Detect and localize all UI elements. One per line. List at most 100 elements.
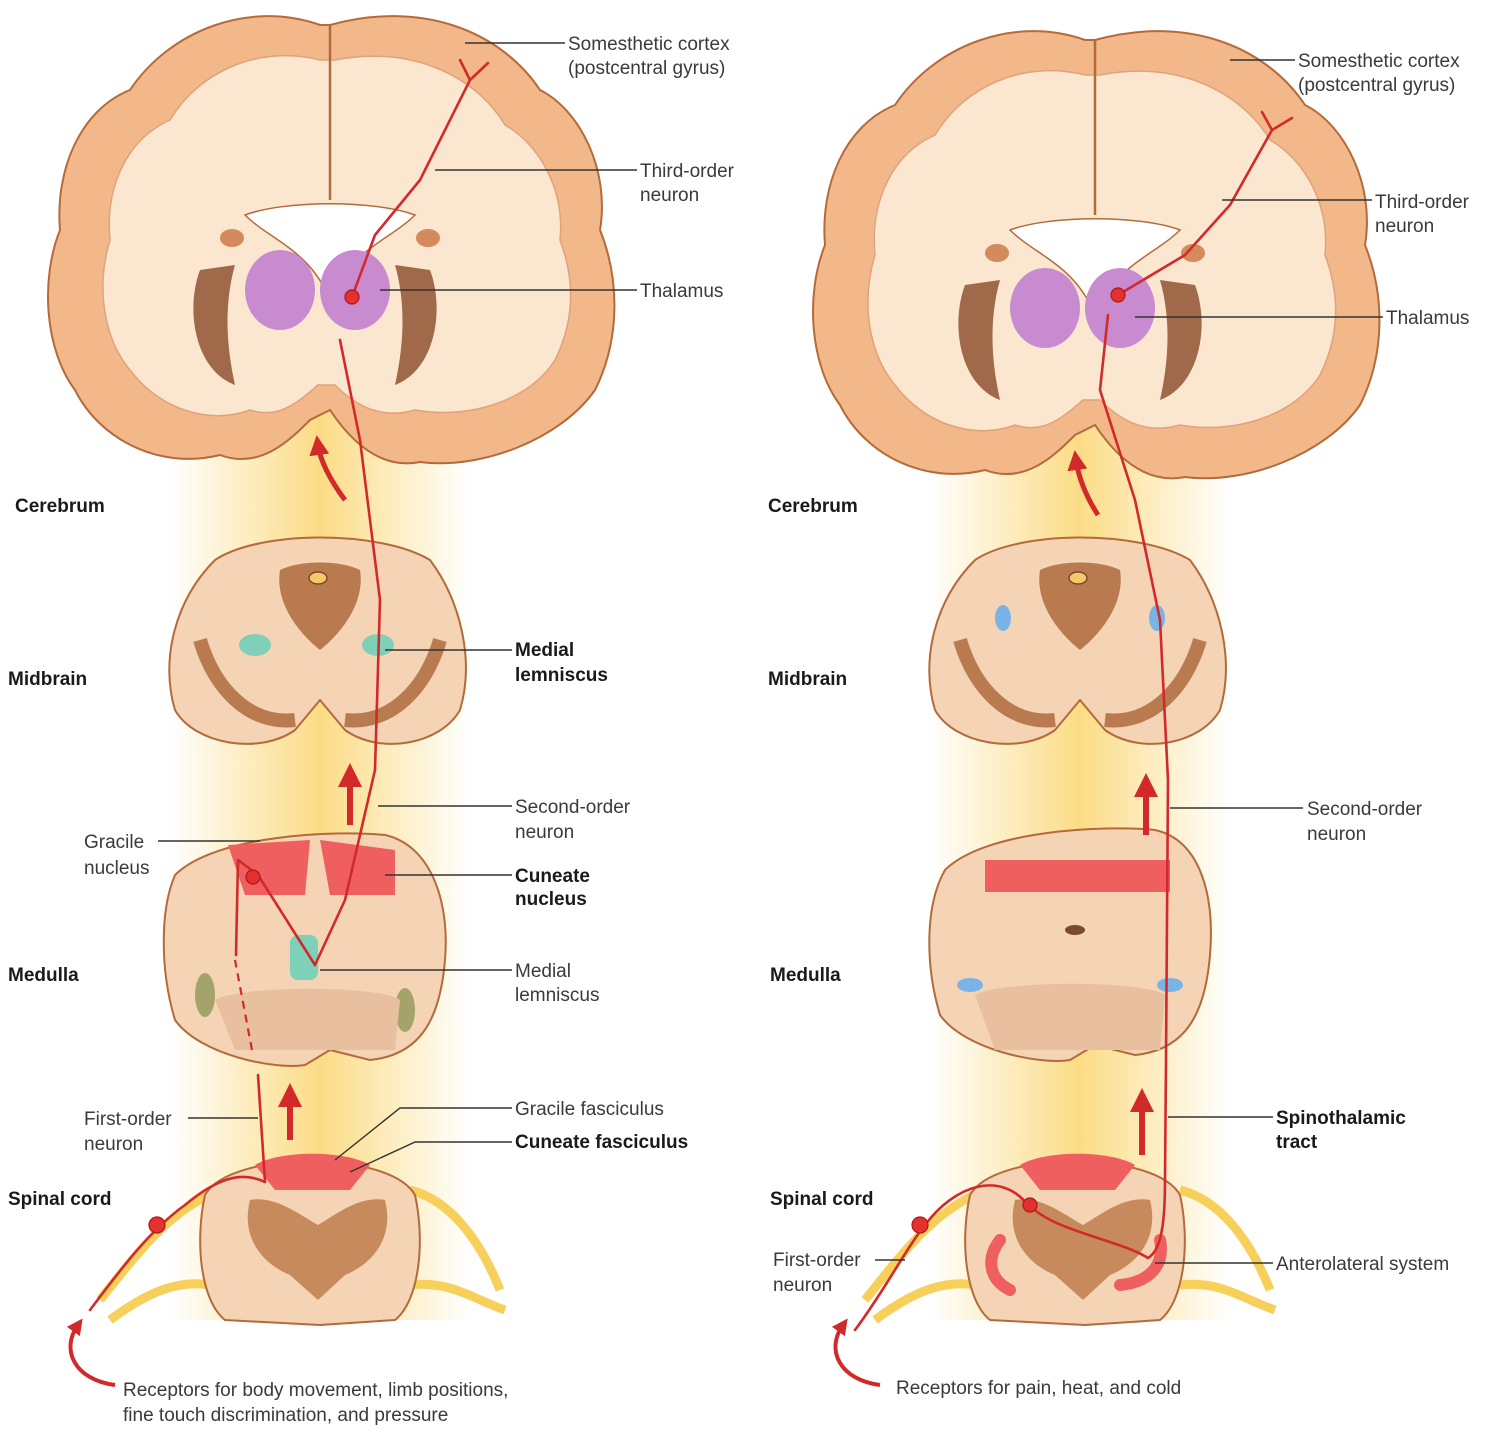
right-anterolateral-r [1114, 1234, 1167, 1291]
right-label-first-2: neuron [773, 1275, 832, 1296]
left-medial-lemniscus-medulla [290, 935, 318, 980]
right-label-receptors-1: Receptors for pain, heat, and cold [896, 1378, 1181, 1399]
left-caudate-left [220, 229, 244, 247]
right-ascend-arrow-1 [1067, 450, 1101, 517]
right-medulla [928, 827, 1212, 1062]
right-label-cortex-2: (postcentral gyrus) [1298, 75, 1455, 96]
left-leaders [158, 42, 637, 1173]
left-label-thalamus: Thalamus [640, 281, 723, 302]
right-label-third-2: neuron [1375, 216, 1434, 237]
left-nerve-right [408, 1185, 505, 1292]
right-label-spino-1: Spinothalamic [1276, 1108, 1406, 1129]
left-pyramids [215, 988, 400, 1050]
left-leader-cuneate-fasc [349, 1141, 512, 1173]
left-label-midbrain: Midbrain [8, 669, 87, 690]
right-label-midbrain: Midbrain [768, 669, 847, 690]
left-aqueduct [308, 571, 328, 585]
left-panel: Somesthetic cortex (postcentral gyrus) T… [8, 15, 735, 1426]
right-label-spinal: Spinal cord [770, 1189, 873, 1210]
left-cerebral-peduncle-r [344, 637, 447, 728]
left-label-medlem2-1: Medial [515, 961, 571, 982]
right-label-spino-2: tract [1276, 1132, 1318, 1153]
left-midbrain-tegmentum [279, 562, 361, 650]
left-label-second-2: neuron [515, 822, 574, 843]
right-panel: Somesthetic cortex (postcentral gyrus) T… [768, 30, 1470, 1399]
left-label-cerebrum: Cerebrum [15, 496, 105, 517]
right-basal-ganglia-right [1160, 280, 1202, 400]
right-medulla-dorsal-nuclei [985, 860, 1170, 892]
left-cuneate-nucleus-shape [320, 840, 395, 895]
right-cerebral-peduncle-l [953, 637, 1056, 728]
left-nerve-left-lower [107, 1279, 211, 1324]
left-label-gracile-fasc: Gracile fasciculus [515, 1099, 664, 1120]
right-label-first-1: First-order [773, 1250, 861, 1271]
left-label-gracile-2: nucleus [84, 858, 150, 879]
right-cerebrum [812, 30, 1381, 480]
left-label-receptors-1: Receptors for body movement, limb positi… [123, 1380, 508, 1401]
left-label-cuneate-1: Cuneate [515, 866, 590, 887]
left-dorsal-columns [255, 1153, 370, 1190]
right-label-anterolateral: Anterolateral system [1276, 1254, 1449, 1275]
left-cerebrum [47, 15, 616, 465]
right-nerve-left-lower [872, 1279, 976, 1324]
left-midbrain [168, 536, 467, 745]
right-anterolateral-l [985, 1234, 1016, 1296]
right-spinothalamic-midbrain-l [995, 605, 1011, 631]
right-third-order-soma [1110, 287, 1126, 303]
left-label-cuneate-fasc: Cuneate fasciculus [515, 1132, 688, 1153]
right-label-thalamus: Thalamus [1386, 308, 1469, 329]
right-grey-matter [1012, 1199, 1153, 1300]
right-third-order-neuron [1116, 110, 1294, 297]
left-label-third-1: Third-order [640, 161, 735, 182]
left-labels: Somesthetic cortex (postcentral gyrus) T… [8, 34, 735, 1426]
left-first-order-soma [148, 1216, 166, 1234]
left-second-order-soma [245, 869, 261, 885]
left-spinal-cord [96, 1153, 507, 1327]
left-caudate-right [416, 229, 440, 247]
right-first-order-soma [911, 1216, 929, 1234]
right-labels: Somesthetic cortex (postcentral gyrus) T… [768, 51, 1470, 1399]
left-label-third-2: neuron [640, 185, 699, 206]
right-second-order-soma [1022, 1197, 1038, 1213]
left-label-receptors-2: fine touch discrimination, and pressure [123, 1405, 448, 1426]
left-medial-lemniscus-midbrain-l [239, 634, 271, 656]
left-label-medulla: Medulla [8, 965, 79, 986]
right-thalamus-left [1010, 268, 1080, 348]
left-ascend-arrow-1 [309, 435, 348, 502]
left-dashed-segment [233, 959, 254, 1051]
left-medulla-tract-l [195, 973, 215, 1017]
left-first-order-neuron [88, 1073, 267, 1312]
left-receptor-arrow [66, 1318, 116, 1387]
right-central-canal-medulla [1065, 925, 1085, 935]
left-label-spinal: Spinal cord [8, 1189, 111, 1210]
right-label-third-1: Third-order [1375, 192, 1470, 213]
right-label-cortex-1: Somesthetic cortex [1298, 51, 1460, 72]
left-third-order-neuron [350, 58, 490, 299]
right-midbrain [928, 536, 1227, 745]
left-neuron-pathway [66, 58, 490, 1387]
left-third-order-soma [344, 289, 360, 305]
right-label-cerebrum: Cerebrum [768, 496, 858, 517]
left-cerebral-peduncle-l [193, 637, 296, 728]
right-nerve-right-lower [1179, 1279, 1277, 1315]
left-label-cortex-1: Somesthetic cortex [568, 34, 730, 55]
right-ventricle [1008, 218, 1182, 318]
right-spinothalamic-medulla-r [1157, 978, 1183, 992]
right-label-second-2: neuron [1307, 824, 1366, 845]
left-label-medlem-2: lemniscus [515, 665, 608, 686]
left-label-first-2: neuron [84, 1134, 143, 1155]
right-midbrain-tegmentum [1039, 562, 1121, 650]
left-label-cuneate-2: nucleus [515, 889, 587, 910]
left-label-medlem-1: Medial [515, 640, 574, 661]
right-receptor-arrow [831, 1318, 881, 1387]
right-label-second-1: Second-order [1307, 799, 1423, 820]
right-spinal-cord [861, 1153, 1277, 1327]
right-thalamus-right [1085, 268, 1155, 348]
right-spinothalamic-medulla-l [957, 978, 983, 992]
left-second-order-neuron [234, 338, 382, 967]
right-pyramids [975, 983, 1165, 1050]
right-second-order-neuron [1028, 313, 1170, 1260]
left-label-first-1: First-order [84, 1109, 172, 1130]
left-ventricle [243, 203, 417, 303]
